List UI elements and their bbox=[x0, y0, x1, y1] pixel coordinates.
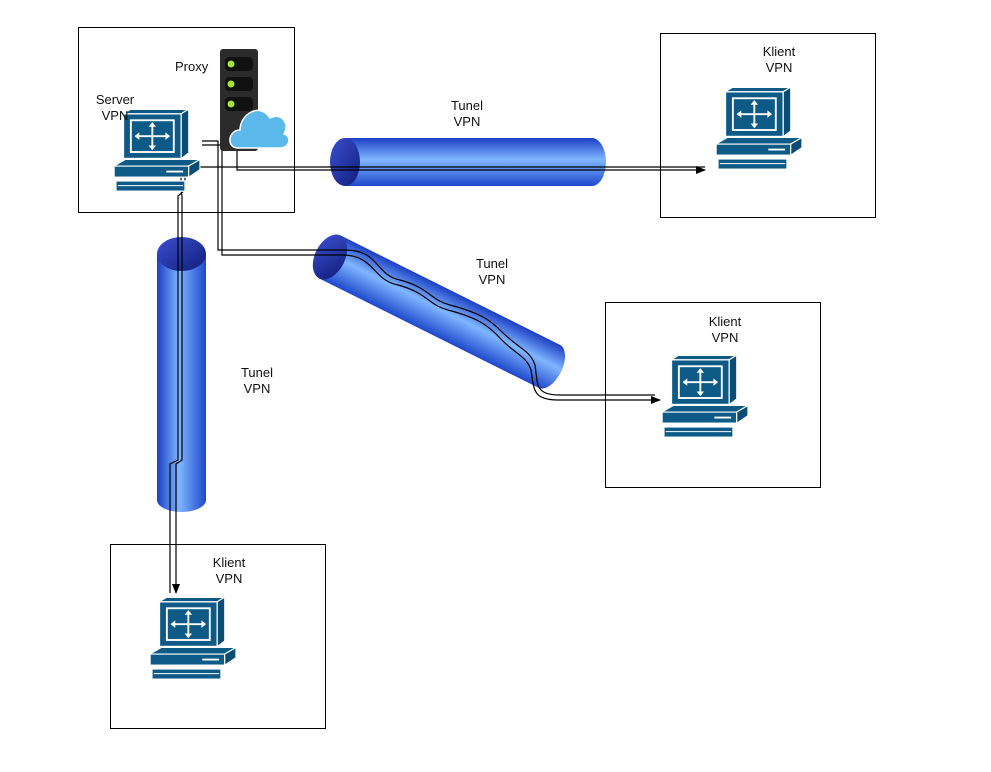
tunnel-right bbox=[330, 138, 606, 186]
tunnel-diagonal-label-line1: Tunel bbox=[475, 256, 509, 271]
server-vpn-label-line2: VPN bbox=[101, 108, 129, 123]
server-box bbox=[78, 27, 295, 213]
client-top-right-label: Klient VPN bbox=[752, 44, 806, 76]
client-bottom-left-label-line2: VPN bbox=[215, 571, 243, 586]
client-box-top-right bbox=[660, 33, 876, 218]
tunnel-vertical-label-line1: Tunel bbox=[240, 365, 274, 380]
client-bottom-left-label-line1: Klient bbox=[212, 555, 246, 570]
tunnel-right-label-line2: VPN bbox=[453, 114, 481, 129]
tunnel-vertical-label-line2: VPN bbox=[243, 381, 271, 396]
client-box-bottom-left bbox=[110, 544, 326, 729]
proxy-label: Proxy bbox=[175, 59, 209, 74]
cloud-icon bbox=[229, 109, 290, 149]
client-bottom-left-computer-icon bbox=[149, 598, 237, 681]
client-top-right-label-line2: VPN bbox=[765, 60, 793, 75]
server-vpn-label-line1: Server bbox=[95, 92, 135, 107]
connection-to-top-right bbox=[200, 148, 706, 174]
tunnel-diagonal bbox=[312, 234, 566, 389]
client-middle-right-label: Klient VPN bbox=[698, 314, 752, 346]
server-vpn-label: Server VPN bbox=[90, 92, 140, 124]
client-top-right-label-line1: Klient bbox=[762, 44, 796, 59]
connection-to-middle-right bbox=[202, 140, 661, 404]
client-middle-right-label-line1: Klient bbox=[708, 314, 742, 329]
tunnel-diagonal-label: Tunel VPN bbox=[465, 256, 519, 288]
client-middle-right-label-line2: VPN bbox=[711, 330, 739, 345]
client-bottom-left-label: Klient VPN bbox=[202, 555, 256, 587]
tunnel-right-label: Tunel VPN bbox=[440, 98, 494, 130]
client-top-right-computer-icon bbox=[715, 88, 803, 171]
tunnel-vertical-label: Tunel VPN bbox=[230, 365, 284, 397]
tunnel-right-label-line1: Tunel bbox=[450, 98, 484, 113]
tunnel-diagonal-label-line2: VPN bbox=[478, 272, 506, 287]
proxy-server-icon bbox=[220, 49, 290, 151]
client-middle-right-computer-icon bbox=[661, 356, 749, 439]
